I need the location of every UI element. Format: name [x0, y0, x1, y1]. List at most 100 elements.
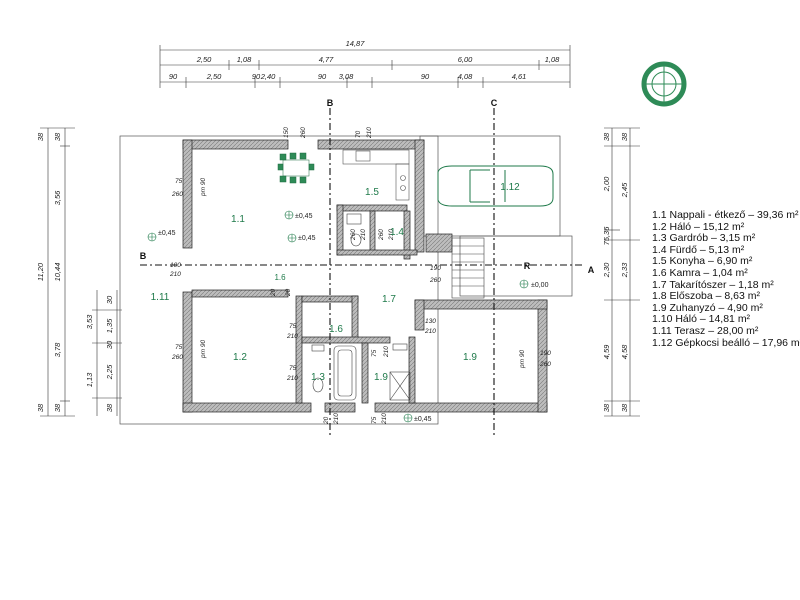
room-label-1-12: 1.12 [500, 182, 520, 193]
dim-left-h: 3,78 [53, 342, 62, 357]
opening-7b: 20 [285, 288, 292, 297]
walls [182, 139, 548, 413]
dim-right-d: 2,45 [620, 182, 629, 198]
elevation-label-1: ±0,45 [158, 230, 176, 237]
dim-left-e: 1,13 [85, 372, 94, 387]
opening-12b: 210 [383, 346, 390, 358]
opening-3c: pm 90 [200, 340, 207, 359]
opening-15c: 75 [371, 416, 378, 424]
dim-left-outer: 11,20 [36, 262, 45, 281]
dim-left-m: 38 [105, 403, 114, 412]
legend-item: 1.5 Konyha – 6,90 m² [652, 255, 753, 268]
room-label-1-11: 1.11 [151, 292, 170, 303]
dim-left-inner: 10,44 [53, 263, 62, 282]
kitchen-furniture [342, 149, 410, 201]
opening-13b: 260 [539, 361, 551, 368]
dim-left-l: 2,25 [105, 364, 114, 380]
opening-10a: 190 [430, 265, 441, 272]
legend-item: 1.10 Háló – 14,81 m² [652, 313, 751, 326]
room-label-1-9a: 1.9 [374, 372, 388, 383]
room-label-1-3: 1.3 [311, 372, 325, 383]
dim-right-a: 38 [602, 132, 611, 141]
dim-bot-4: 2,40 [260, 72, 276, 81]
legend-item: 1.7 Takarítószer – 1,18 m² [652, 278, 774, 291]
dining-table-icon [277, 152, 315, 184]
axis-b-top: B [327, 98, 334, 108]
opening-4a: 150 [283, 127, 290, 138]
opening-2b: 210 [169, 271, 181, 278]
room-label-1-9b: 1.9 [463, 352, 477, 363]
opening-4b: 260 [300, 127, 307, 139]
opening-15d: 210 [381, 413, 388, 425]
dim-bot-5: 90 [318, 72, 327, 81]
opening-9b: 210 [286, 375, 298, 382]
dim-right-h: 4,59 [602, 344, 611, 359]
dim-left-a: 38 [53, 132, 62, 141]
opening-8a: 75 [289, 323, 297, 330]
dim-right-e: 75,36 [602, 226, 611, 246]
dim-bot-1: 90 [169, 72, 178, 81]
opening-1b: 260 [171, 191, 183, 198]
dim-left-g: 38 [36, 403, 45, 412]
dim-bot-3: 90 [252, 72, 261, 81]
opening-6b: 210 [360, 229, 367, 241]
opening-9a: 75 [289, 365, 297, 372]
dim-top-4: 6,00 [458, 55, 473, 64]
opening-6c: 260 [378, 229, 385, 241]
elevation-label-5: ±0,45 [414, 416, 432, 423]
top-dimensions [159, 45, 571, 88]
dim-total: 14,87 [346, 39, 366, 48]
opening-7a: 20 [270, 288, 277, 297]
dim-right-b: 38 [620, 132, 629, 141]
staircase [451, 237, 485, 299]
legend-item: 1.9 Zuhanyzó – 4,90 m² [652, 301, 763, 314]
axis-b-left: B [140, 251, 147, 261]
elevation-markers [147, 210, 529, 423]
legend-item: 1.3 Gardrób – 3,15 m² [652, 232, 756, 245]
room-label-1-6a: 1.6 [274, 273, 286, 282]
opening-15a: 20 [323, 416, 330, 425]
legend-item: 1.11 Terasz – 28,00 m² [652, 324, 759, 337]
dim-top-3: 4,77 [319, 55, 334, 64]
dim-bot-6: 3,08 [339, 72, 354, 81]
opening-12a: 75 [371, 349, 378, 357]
opening-8b: 210 [286, 333, 298, 340]
opening-13a: 190 [540, 350, 551, 357]
dim-right-i: 4,58 [620, 344, 629, 359]
dim-left-d: 3,53 [85, 314, 94, 329]
section-axes [140, 108, 585, 438]
opening-2a: 100 [170, 262, 181, 269]
dim-right-k: 38 [620, 403, 629, 412]
dim-right-c: 2,00 [602, 176, 611, 192]
dim-top-5: 1,08 [545, 55, 560, 64]
dim-bot-9: 4,61 [512, 72, 527, 81]
opening-11a: 130 [425, 318, 436, 325]
bath-fixtures [311, 213, 411, 401]
opening-1a: 75 [175, 178, 183, 185]
opening-13c: pm 90 [519, 350, 526, 369]
room-label-1-1: 1.1 [231, 214, 245, 225]
opening-5b: 210 [366, 127, 373, 139]
dim-left-b: 38 [36, 132, 45, 141]
dim-bot-7: 90 [421, 72, 430, 81]
dim-left-c: 3,56 [53, 190, 62, 205]
dim-bot-2: 2,50 [206, 72, 222, 81]
opening-5a: 70 [355, 130, 362, 138]
legend-item: 1.1 Nappali - étkező – 39,36 m² [652, 209, 799, 221]
opening-6a: 260 [350, 229, 357, 241]
opening-3a: 75 [175, 344, 183, 351]
room-label-1-4: 1.4 [390, 227, 404, 238]
dim-right-g: 2,33 [620, 262, 629, 278]
right-dimensions [604, 127, 640, 417]
opening-11b: 210 [424, 328, 436, 335]
dim-left-f: 38 [53, 403, 62, 412]
opening-10b: 260 [429, 277, 441, 284]
dim-left-j: 1,35 [105, 318, 114, 333]
legend-item: 1.4 Fürdő – 5,13 m² [652, 243, 745, 256]
opening-1c: pm 90 [200, 178, 207, 197]
legend-item: 1.6 Kamra – 1,04 m² [652, 266, 748, 279]
dim-top-1: 2,50 [196, 55, 212, 64]
axis-a-right: A [588, 265, 595, 275]
